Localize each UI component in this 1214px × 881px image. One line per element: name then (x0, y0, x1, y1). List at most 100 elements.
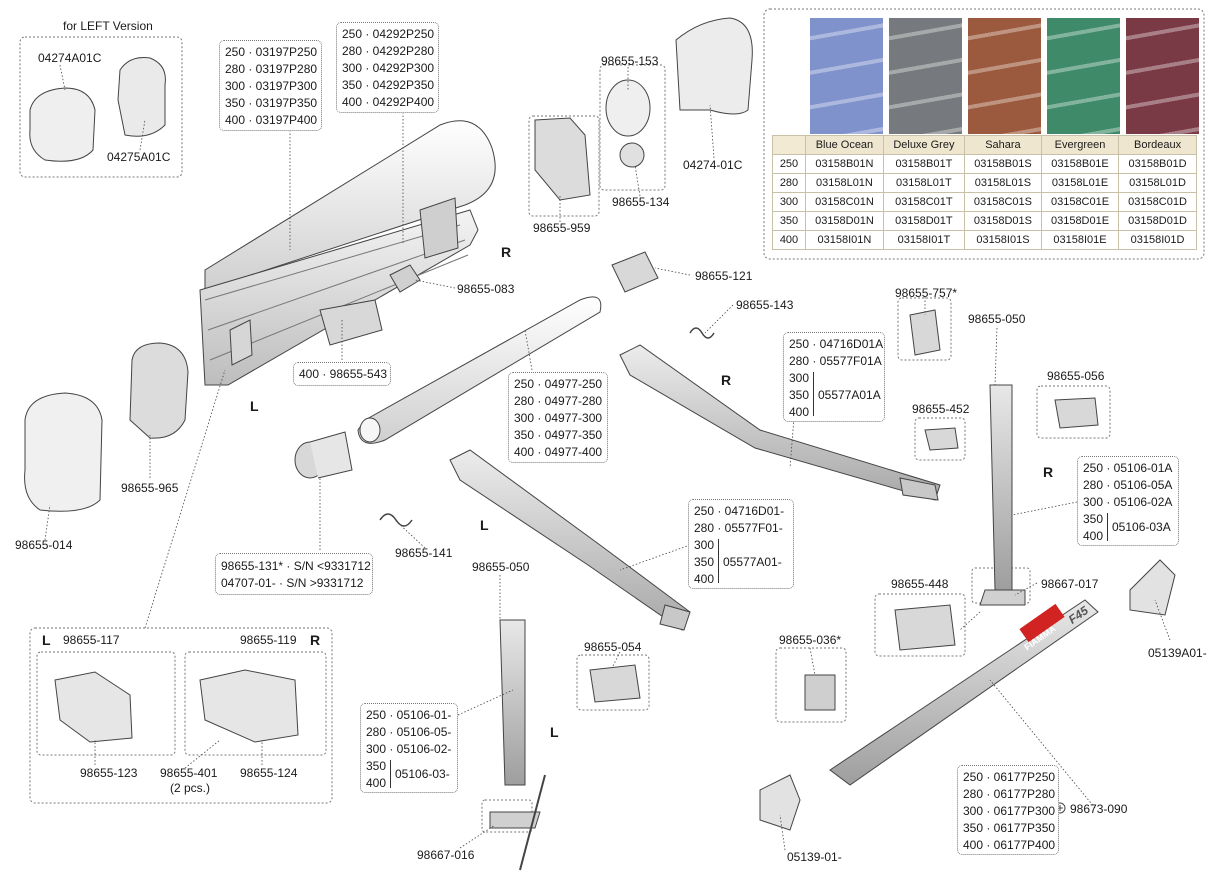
part-label-98655-448: 98655-448 (891, 577, 949, 591)
side-letter-r-leg: R (1043, 464, 1054, 480)
fabric-part-cell: 03158I01N (805, 230, 884, 250)
fabric-part-cell: 03158C01D (1118, 192, 1197, 212)
part-label-98655-050-left: 98655-050 (472, 560, 530, 574)
fabric-part-cell: 03158D01D (1118, 211, 1197, 231)
part-label-98667-017: 98667-017 (1041, 577, 1099, 591)
box-profile-03197: 250 · 03197P250 280 · 03197P280 300 · 03… (219, 40, 322, 131)
box-left-arm-04716: 250 · 04716D01- 280 · 05577F01- 300 350 … (688, 499, 794, 589)
side-letter-r-kit: R (310, 632, 321, 648)
fabric-part-cell: 03158B01N (805, 154, 884, 174)
fabric-part-cell: 03158L01D (1118, 173, 1197, 193)
part-label-05139A01: 05139A01- (1148, 646, 1207, 660)
fabric-size-cell: 280 (772, 173, 806, 193)
fabric-swatch (1047, 18, 1120, 134)
fabric-col-bordeaux: Bordeaux (1118, 135, 1197, 155)
part-label-04274A01C: 04274A01C (38, 51, 102, 65)
part-label-04274-01C: 04274-01C (683, 158, 743, 172)
fabric-part-cell: 03158C01N (805, 192, 884, 212)
part-label-98655-757: 98655-757* (895, 286, 958, 300)
box-right-arm-04716: 250 · 04716D01A 280 · 05577F01A 300 350 … (783, 332, 885, 422)
part-label-98655-054: 98655-054 (584, 640, 642, 654)
side-letter-l-profile: L (250, 398, 259, 414)
side-letter-r-top: R (501, 244, 512, 260)
box-spring-98655-131: 98655-131* · S/N <9331712 04707-01- · S/… (215, 553, 373, 595)
left-version-frame (19, 36, 183, 178)
part-label-98655-117: 98655-117 (63, 633, 120, 647)
fabric-part-cell: 03158I01D (1118, 230, 1197, 250)
box-right-leg-05106: 250 · 05106-01A 280 · 05106-05A 300 · 05… (1077, 456, 1179, 546)
fabric-size-cell: 300 (772, 192, 806, 212)
box-roller-tube-04977: 250 · 04977-250 280 · 04977-280 300 · 04… (508, 372, 608, 463)
side-letter-l-leg: L (550, 724, 559, 740)
part-label-98667-016: 98667-016 (417, 848, 475, 862)
part-label-04275A01C: 04275A01C (107, 150, 171, 164)
box-rail-06177: 250 · 06177P250 280 · 06177P280 300 · 06… (957, 765, 1059, 855)
fabric-table-frame (763, 8, 1205, 260)
box-left-leg-05106: 250 · 05106-01- 280 · 05106-05- 300 · 05… (360, 703, 458, 793)
fabric-swatch (1126, 18, 1199, 134)
fabric-col-blue-ocean: Blue Ocean (805, 135, 884, 155)
fabric-size-cell: 350 (772, 211, 806, 231)
part-label-98655-959: 98655-959 (533, 221, 591, 235)
fabric-part-cell: 03158L01T (882, 173, 965, 193)
part-label-98655-124: 98655-124 (240, 766, 298, 780)
part-label-98655-153: 98655-153 (601, 54, 659, 68)
fabric-size-cell: 250 (772, 154, 806, 174)
part-label-98655-121: 98655-121 (695, 269, 753, 283)
fabric-swatch (810, 18, 883, 134)
fabric-part-cell: 03158B01E (1040, 154, 1120, 174)
part-label-98673-090: 98673-090 (1070, 802, 1128, 816)
part-label-98655-401: 98655-401 (160, 766, 218, 780)
part-label-98655-119: 98655-119 (240, 633, 297, 647)
fabric-part-cell: 03158L01S (963, 173, 1042, 193)
part-label-98655-014: 98655-014 (15, 538, 73, 552)
part-label-98655-050-right: 98655-050 (968, 312, 1026, 326)
part-label-98655-036: 98655-036* (779, 633, 842, 647)
side-letter-l-arm: L (480, 517, 489, 533)
fabric-part-cell: 03158I01E (1040, 230, 1120, 250)
fabric-part-cell: 03158B01S (963, 154, 1042, 174)
bracket-kit-frame (29, 627, 333, 804)
part-label-98655-134: 98655-134 (612, 195, 670, 209)
fabric-part-cell: 03158L01N (805, 173, 884, 193)
fabric-part-cell: 03158C01S (963, 192, 1042, 212)
box-fabric-cover-04292: 250 · 04292P250 280 · 04292P280 300 · 04… (336, 22, 439, 113)
fabric-col-sahara: Sahara (963, 135, 1042, 155)
fabric-part-cell: 03158C01T (882, 192, 965, 212)
fabric-swatch (889, 18, 962, 134)
fabric-part-cell: 03158B01T (882, 154, 965, 174)
fabric-part-cell: 03158C01E (1040, 192, 1120, 212)
fabric-part-cell: 03158D01T (882, 211, 965, 231)
part-label-05139-01: 05139-01- (787, 850, 842, 864)
fabric-col-evergreen: Evergreen (1040, 135, 1120, 155)
fabric-part-cell: 03158B01D (1118, 154, 1197, 174)
part-label-98655-143: 98655-143 (736, 298, 794, 312)
part-label-98655-083: 98655-083 (457, 282, 515, 296)
fabric-part-cell: 03158D01N (805, 211, 884, 231)
fabric-col-deluxe-grey: Deluxe Grey (882, 135, 965, 155)
fabric-part-cell: 03158D01S (963, 211, 1042, 231)
fabric-part-cell: 03158I01T (882, 230, 965, 250)
part-label-98655-123: 98655-123 (80, 766, 138, 780)
side-letter-l-kit: L (42, 632, 51, 648)
part-label-98655-141: 98655-141 (395, 546, 453, 560)
fabric-table: Blue Ocean Deluxe Grey Sahara Evergreen … (772, 135, 1197, 250)
fabric-swatch (968, 18, 1041, 134)
box-98655-543: 400 · 98655-543 (293, 362, 391, 386)
part-label-98655-965: 98655-965 (121, 481, 179, 495)
fabric-part-cell: 03158I01S (963, 230, 1042, 250)
fabric-part-cell: 03158L01E (1040, 173, 1120, 193)
fabric-part-cell: 03158D01E (1040, 211, 1120, 231)
part-label-98655-056: 98655-056 (1047, 369, 1105, 383)
left-version-title: for LEFT Version (63, 19, 153, 33)
fabric-size-cell: 400 (772, 230, 806, 250)
side-letter-r-arm: R (721, 372, 732, 388)
part-label-98655-452: 98655-452 (912, 402, 970, 416)
